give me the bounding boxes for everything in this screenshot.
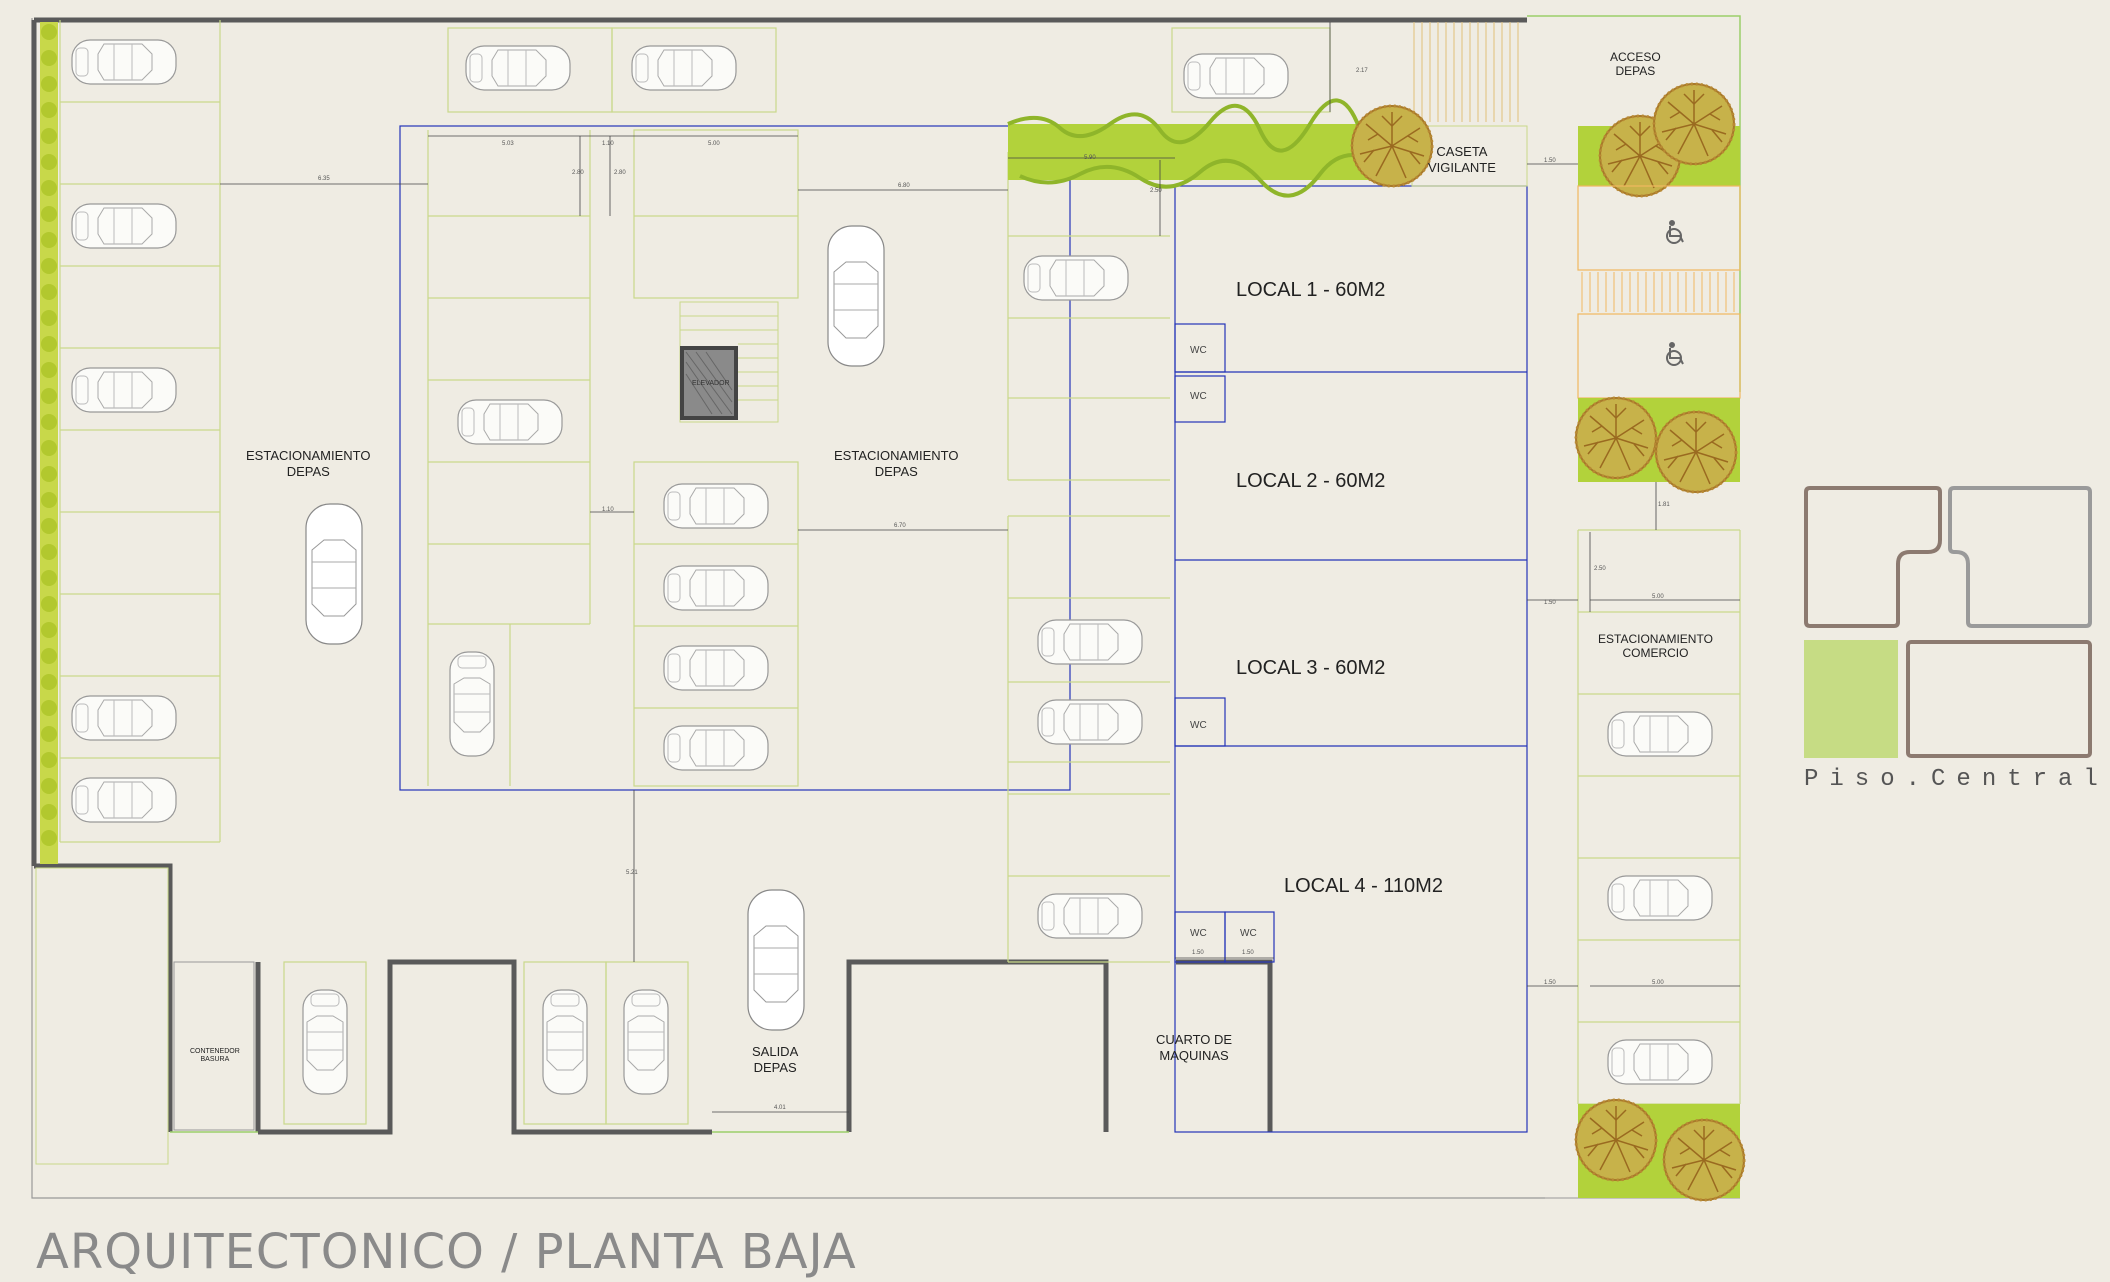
acceso-depas-label: ACCESO DEPAS: [1610, 50, 1661, 79]
dim-label: 1.50: [1544, 600, 1556, 606]
local-1-label: LOCAL 1 - 60M2: [1236, 279, 1386, 301]
dim-label: 1.10: [602, 141, 614, 147]
wc-local-3-label: WC: [1190, 720, 1207, 731]
dim-label: 5.00: [1652, 980, 1664, 986]
dim-label: 1.50: [1544, 158, 1556, 164]
brand-logo: [1804, 486, 2092, 758]
dim-label: 1.50: [1192, 950, 1204, 956]
wc-local-2-label: WC: [1190, 391, 1207, 402]
dim-label: 1.50: [1242, 950, 1254, 956]
local-3-label: LOCAL 3 - 60M2: [1236, 657, 1386, 679]
dim-label: 2.80: [614, 170, 626, 176]
dim-label: 1.81: [1658, 502, 1670, 508]
dim-label: 5.90: [1084, 155, 1096, 161]
cuarto-maquinas-label: CUARTO DE MAQUINAS: [1156, 1032, 1233, 1063]
local-2-label: LOCAL 2 - 60M2: [1236, 470, 1386, 492]
page-title: ARQUITECTONICO / PLANTA BAJA: [36, 1224, 857, 1280]
contenedor-basura-label: CONTENEDOR BASURA: [190, 1048, 240, 1064]
brand-name: Piso.Central: [1804, 766, 2109, 793]
dim-label: 5.03: [502, 141, 514, 147]
wc-local-4a-label: WC: [1190, 928, 1207, 939]
salida-depas-label: SALIDA DEPAS: [752, 1044, 799, 1075]
dim-label: 5.21: [626, 870, 638, 876]
dim-label: 2.50: [1594, 566, 1606, 572]
dim-label: 6.35: [318, 176, 330, 182]
dim-label: 5.00: [1652, 594, 1664, 600]
dim-label: 6.70: [894, 523, 906, 529]
wc-local-1-label: WC: [1190, 345, 1207, 356]
dim-label: 2.17: [1356, 68, 1368, 74]
caseta-vigilante-label: CASETA VIGILANTE: [1428, 144, 1496, 175]
dim-label: 5.00: [708, 141, 720, 147]
estacionamiento-depas-center-label: ESTACIONAMIENTO DEPAS: [834, 448, 959, 479]
dim-label: 1.10: [602, 507, 614, 513]
estacionamiento-comercio-label: ESTACIONAMIENTO COMERCIO: [1598, 632, 1713, 661]
dim-label: 4.01: [774, 1105, 786, 1111]
dim-label: 2.80: [572, 170, 584, 176]
dim-label: 2.50: [1150, 188, 1162, 194]
wc-local-4b-label: WC: [1240, 928, 1257, 939]
dim-label: 6.80: [898, 183, 910, 189]
elevador-label: ELEVADOR: [692, 380, 730, 387]
dim-label: 1.50: [1544, 980, 1556, 986]
estacionamiento-depas-left-label: ESTACIONAMIENTO DEPAS: [246, 448, 371, 479]
local-4-label: LOCAL 4 - 110M2: [1284, 875, 1443, 897]
